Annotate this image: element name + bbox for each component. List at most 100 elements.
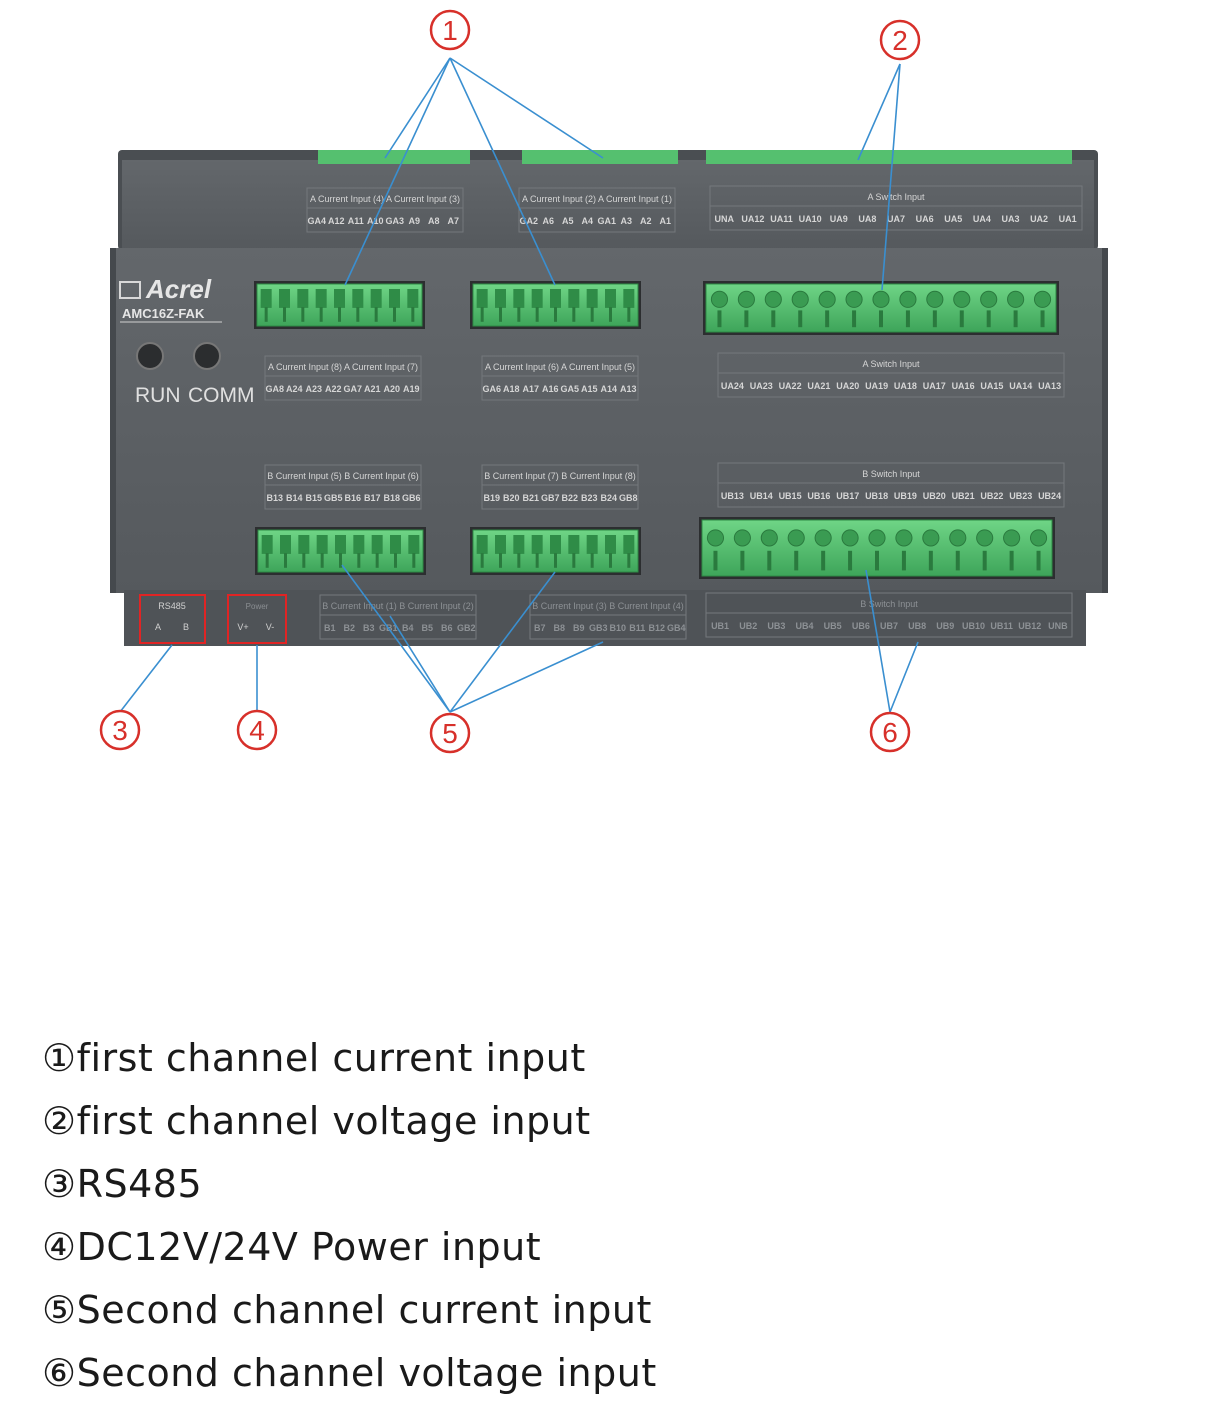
terminal-label: GA6 bbox=[482, 384, 501, 394]
terminal-block-a-switch bbox=[703, 281, 1059, 335]
terminal-label: UA12 bbox=[741, 214, 764, 224]
terminal-label: UB4 bbox=[796, 621, 814, 631]
terminal-label: UB12 bbox=[1018, 621, 1041, 631]
terminal-label: GA2 bbox=[519, 216, 538, 226]
comm-label: COMM bbox=[188, 384, 255, 407]
terminal-label: A24 bbox=[286, 384, 303, 394]
terminal-label: UA16 bbox=[952, 381, 975, 391]
terminal-label: UA24 bbox=[721, 381, 744, 391]
device-illustration: Acrel AMC16Z-FAK RUN COMM A Current Inpu… bbox=[99, 9, 1108, 754]
terminal-block-b-switch bbox=[699, 517, 1055, 579]
terminal-label: UB20 bbox=[923, 491, 946, 501]
run-label: RUN bbox=[135, 384, 181, 407]
label-group-header: A Switch Input bbox=[862, 359, 920, 369]
label-group-a-current-6-5: A Current Input (6) A Current Input (5) G… bbox=[481, 355, 639, 401]
terminal-label: UB14 bbox=[750, 491, 773, 501]
svg-text:1: 1 bbox=[442, 15, 458, 46]
comm-led bbox=[193, 342, 221, 370]
terminal-label: UNA bbox=[715, 214, 735, 224]
label-group-b-current-3-4: B Current Input (3) B Current Input (4)B… bbox=[529, 594, 687, 640]
terminal-label: B23 bbox=[581, 493, 598, 503]
terminal-label: B14 bbox=[286, 493, 303, 503]
legend: ①first channel current input ②first chan… bbox=[42, 1030, 1142, 1408]
svg-text:4: 4 bbox=[249, 715, 265, 746]
model-label: AMC16Z-FAK bbox=[122, 306, 205, 321]
terminal-label: UA2 bbox=[1030, 214, 1048, 224]
svg-text:6: 6 bbox=[882, 717, 898, 748]
legend-item-6: ⑥Second channel voltage input bbox=[42, 1351, 657, 1395]
terminal-label: B8 bbox=[553, 623, 565, 633]
callout-5: 5 bbox=[429, 712, 471, 754]
label-group-a-current-2-1: A Current Input (2) A Current Input (1) G… bbox=[518, 187, 676, 233]
terminal-label: UA11 bbox=[770, 214, 793, 224]
terminal-label: GA1 bbox=[597, 216, 616, 226]
svg-text:Acrel: Acrel bbox=[145, 274, 212, 304]
top-terminal-strip-3 bbox=[706, 150, 1072, 164]
terminal-label: B22 bbox=[561, 493, 578, 503]
terminal-label: B10 bbox=[609, 623, 626, 633]
terminal-label: UB8 bbox=[908, 621, 926, 631]
terminal-label: GB5 bbox=[324, 493, 343, 503]
power-port: Power V+ V- bbox=[227, 594, 287, 644]
top-terminal-strip-2 bbox=[522, 150, 678, 164]
terminal-label: GB6 bbox=[402, 493, 421, 503]
terminal-label: GA5 bbox=[560, 384, 579, 394]
legend-item-5: ⑤Second channel current input bbox=[42, 1288, 652, 1332]
top-terminal-strip-1 bbox=[318, 150, 470, 164]
terminal-label: UB24 bbox=[1038, 491, 1061, 501]
terminal-label: A19 bbox=[403, 384, 420, 394]
terminal-label: UA20 bbox=[836, 381, 859, 391]
terminal-label: A3 bbox=[620, 216, 632, 226]
terminal-label: UB16 bbox=[807, 491, 830, 501]
terminal-label: GA4 bbox=[307, 216, 326, 226]
housing-top-face bbox=[122, 160, 1094, 250]
terminal-label: UA9 bbox=[830, 214, 848, 224]
terminal-block-b-mid bbox=[470, 527, 641, 575]
svg-text:V+: V+ bbox=[237, 622, 248, 632]
terminal-label: UA18 bbox=[894, 381, 917, 391]
terminal-label: UA6 bbox=[916, 214, 934, 224]
terminal-label: UA7 bbox=[887, 214, 905, 224]
legend-item-3: ③RS485 bbox=[42, 1162, 203, 1206]
terminal-label: B21 bbox=[522, 493, 539, 503]
label-group-header: B Current Input (7) B Current Input (8) bbox=[484, 471, 636, 481]
label-group-header: B Current Input (1) B Current Input (2) bbox=[322, 601, 474, 611]
callout-1: 1 bbox=[429, 9, 471, 51]
label-group-header: A Current Input (6) A Current Input (5) bbox=[485, 362, 635, 372]
terminal-label: B11 bbox=[629, 623, 645, 633]
terminal-label: UB3 bbox=[767, 621, 785, 631]
terminal-label: B24 bbox=[600, 493, 617, 503]
terminal-label: B18 bbox=[383, 493, 400, 503]
callout-4: 4 bbox=[236, 709, 278, 751]
label-group-b-current-5-6: B Current Input (5) B Current Input (6)B… bbox=[264, 464, 422, 510]
terminal-label: B4 bbox=[402, 623, 414, 633]
svg-text:2: 2 bbox=[892, 25, 908, 56]
terminal-label: UB10 bbox=[962, 621, 985, 631]
terminal-label: A2 bbox=[640, 216, 652, 226]
housing-bottom bbox=[124, 590, 1086, 646]
terminal-label: A14 bbox=[600, 384, 617, 394]
terminal-block-a-left bbox=[254, 281, 425, 329]
svg-text:RS485: RS485 bbox=[158, 601, 186, 611]
terminal-label: UA19 bbox=[865, 381, 888, 391]
label-group-header: A Current Input (2) A Current Input (1) bbox=[522, 194, 672, 204]
svg-text:3: 3 bbox=[112, 715, 128, 746]
terminal-label: GA7 bbox=[343, 384, 362, 394]
terminal-label: UB15 bbox=[779, 491, 802, 501]
terminal-label: A11 bbox=[348, 216, 364, 226]
terminal-label: A15 bbox=[581, 384, 598, 394]
terminal-label: UA23 bbox=[750, 381, 773, 391]
terminal-label: UB11 bbox=[990, 621, 1013, 631]
terminal-label: GB8 bbox=[619, 493, 638, 503]
terminal-label: B20 bbox=[503, 493, 520, 503]
callout-2: 2 bbox=[879, 19, 921, 61]
terminal-label: A7 bbox=[447, 216, 459, 226]
terminal-label: B7 bbox=[534, 623, 546, 633]
terminal-label: UA22 bbox=[779, 381, 802, 391]
terminal-label: UB18 bbox=[865, 491, 888, 501]
terminal-label: UA15 bbox=[980, 381, 1003, 391]
terminal-label: UB21 bbox=[952, 491, 975, 501]
label-group-header: B Switch Input bbox=[862, 469, 920, 479]
device-diagram: Acrel AMC16Z-FAK RUN COMM A Current Inpu… bbox=[99, 9, 1108, 754]
